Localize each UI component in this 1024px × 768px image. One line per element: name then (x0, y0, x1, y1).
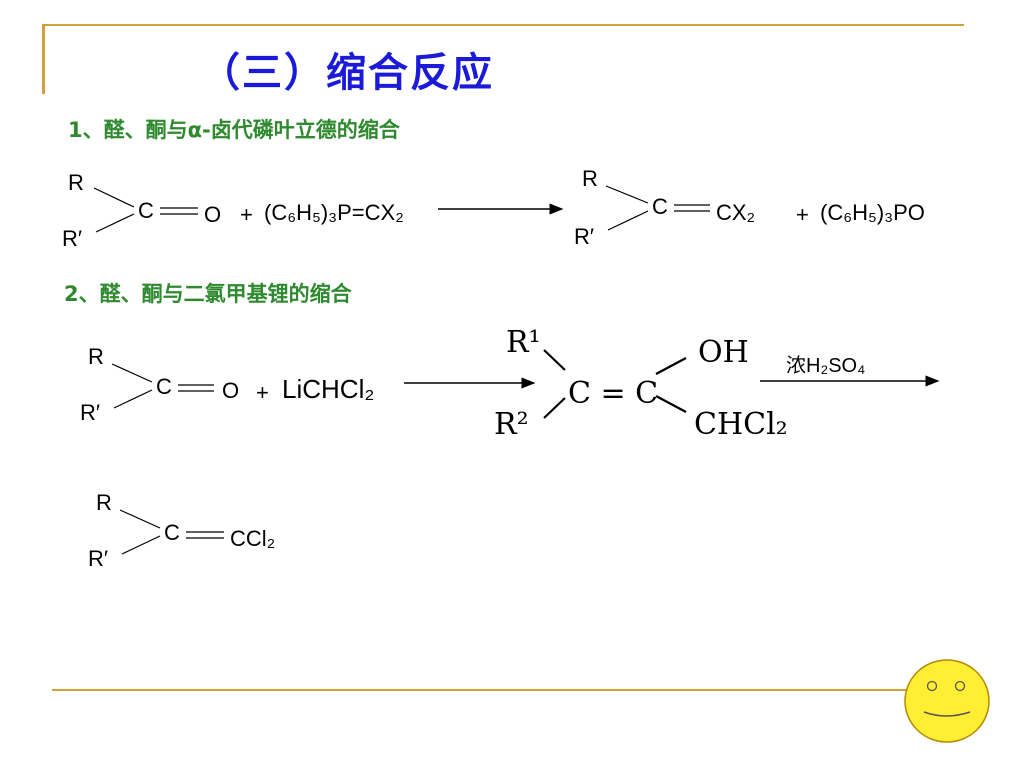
r2-intermediate-r2: R² (494, 407, 529, 442)
r2-bond-r (111, 363, 153, 383)
r1-product-cx2: CX₂ (716, 200, 755, 225)
r2-condition: 浓H₂SO₄ (786, 354, 865, 377)
r2-intermediate-alkene: C = C (568, 376, 658, 411)
section-heading-2: 2、醛、酮与二氯甲基锂的缩合 (64, 282, 352, 306)
r2-reactant-r-prime: R′ (80, 400, 100, 425)
r1-product-r: R (582, 166, 598, 191)
r2-intermediate-oh: OH (698, 335, 749, 370)
r2-intermediate-chcl2: CHCl₂ (694, 407, 788, 442)
smiley-face-icon (904, 659, 990, 743)
r2-intermediate-r1: R¹ (506, 325, 541, 360)
r2-plus: + (256, 380, 269, 405)
reaction-1: R R′ C O + (C₆H₅)₃P=CX₂ R R′ C CX₂ + (C₆… (62, 166, 925, 251)
r1-plus-1: + (240, 202, 253, 227)
product-r-prime: R′ (88, 546, 108, 571)
product-ccl2: CCl₂ (230, 526, 275, 551)
r1-reactant-r-prime: R′ (62, 226, 82, 251)
product-bond-r (119, 509, 161, 529)
r2-intermediate-bond-chcl2 (655, 395, 687, 413)
r1-product-bond-r (605, 185, 649, 204)
r2-intermediate-bond-oh (655, 357, 687, 375)
product-carbon: C (164, 520, 180, 545)
section-heading-1: 1、醛、酮与α-卤代磷叶立德的缩合 (68, 118, 400, 142)
r1-reactant-r: R (68, 170, 84, 195)
r2-bond-r-prime (113, 389, 153, 409)
slide-title: （三）缩合反应 (200, 50, 494, 96)
r1-reagent: (C₆H₅)₃P=CX₂ (264, 200, 404, 225)
r2-reagent: LiCHCl₂ (282, 374, 374, 404)
r1-product-carbon: C (652, 194, 668, 219)
r2-carbonyl-carbon: C (156, 374, 172, 399)
frame-top-line (44, 24, 964, 26)
r1-bond-r-prime (95, 213, 135, 233)
r1-bond-r (93, 187, 135, 208)
product-bond-r-prime (121, 535, 161, 555)
reaction-2: R R′ C O + LiCHCl₂ R¹ R² C = C OH CHCl₂ … (80, 325, 940, 442)
r2-intermediate-bond-r1 (543, 349, 566, 371)
r1-byproduct: (C₆H₅)₃PO (820, 200, 925, 225)
r1-plus-2: + (796, 202, 809, 227)
r1-carbonyl-carbon: C (138, 198, 154, 223)
r2-reactant-r: R (88, 344, 104, 369)
r2-intermediate-bond-r2 (543, 397, 566, 419)
frame-bottom-line (52, 689, 932, 691)
final-product: R R′ C CCl₂ (88, 490, 275, 571)
r2-oxygen: O (222, 378, 239, 403)
frame-left-line (42, 24, 45, 94)
r1-oxygen: O (204, 202, 221, 227)
r1-product-bond-r-prime (607, 210, 649, 231)
product-r: R (96, 490, 112, 515)
r1-product-r-prime: R′ (574, 224, 594, 249)
